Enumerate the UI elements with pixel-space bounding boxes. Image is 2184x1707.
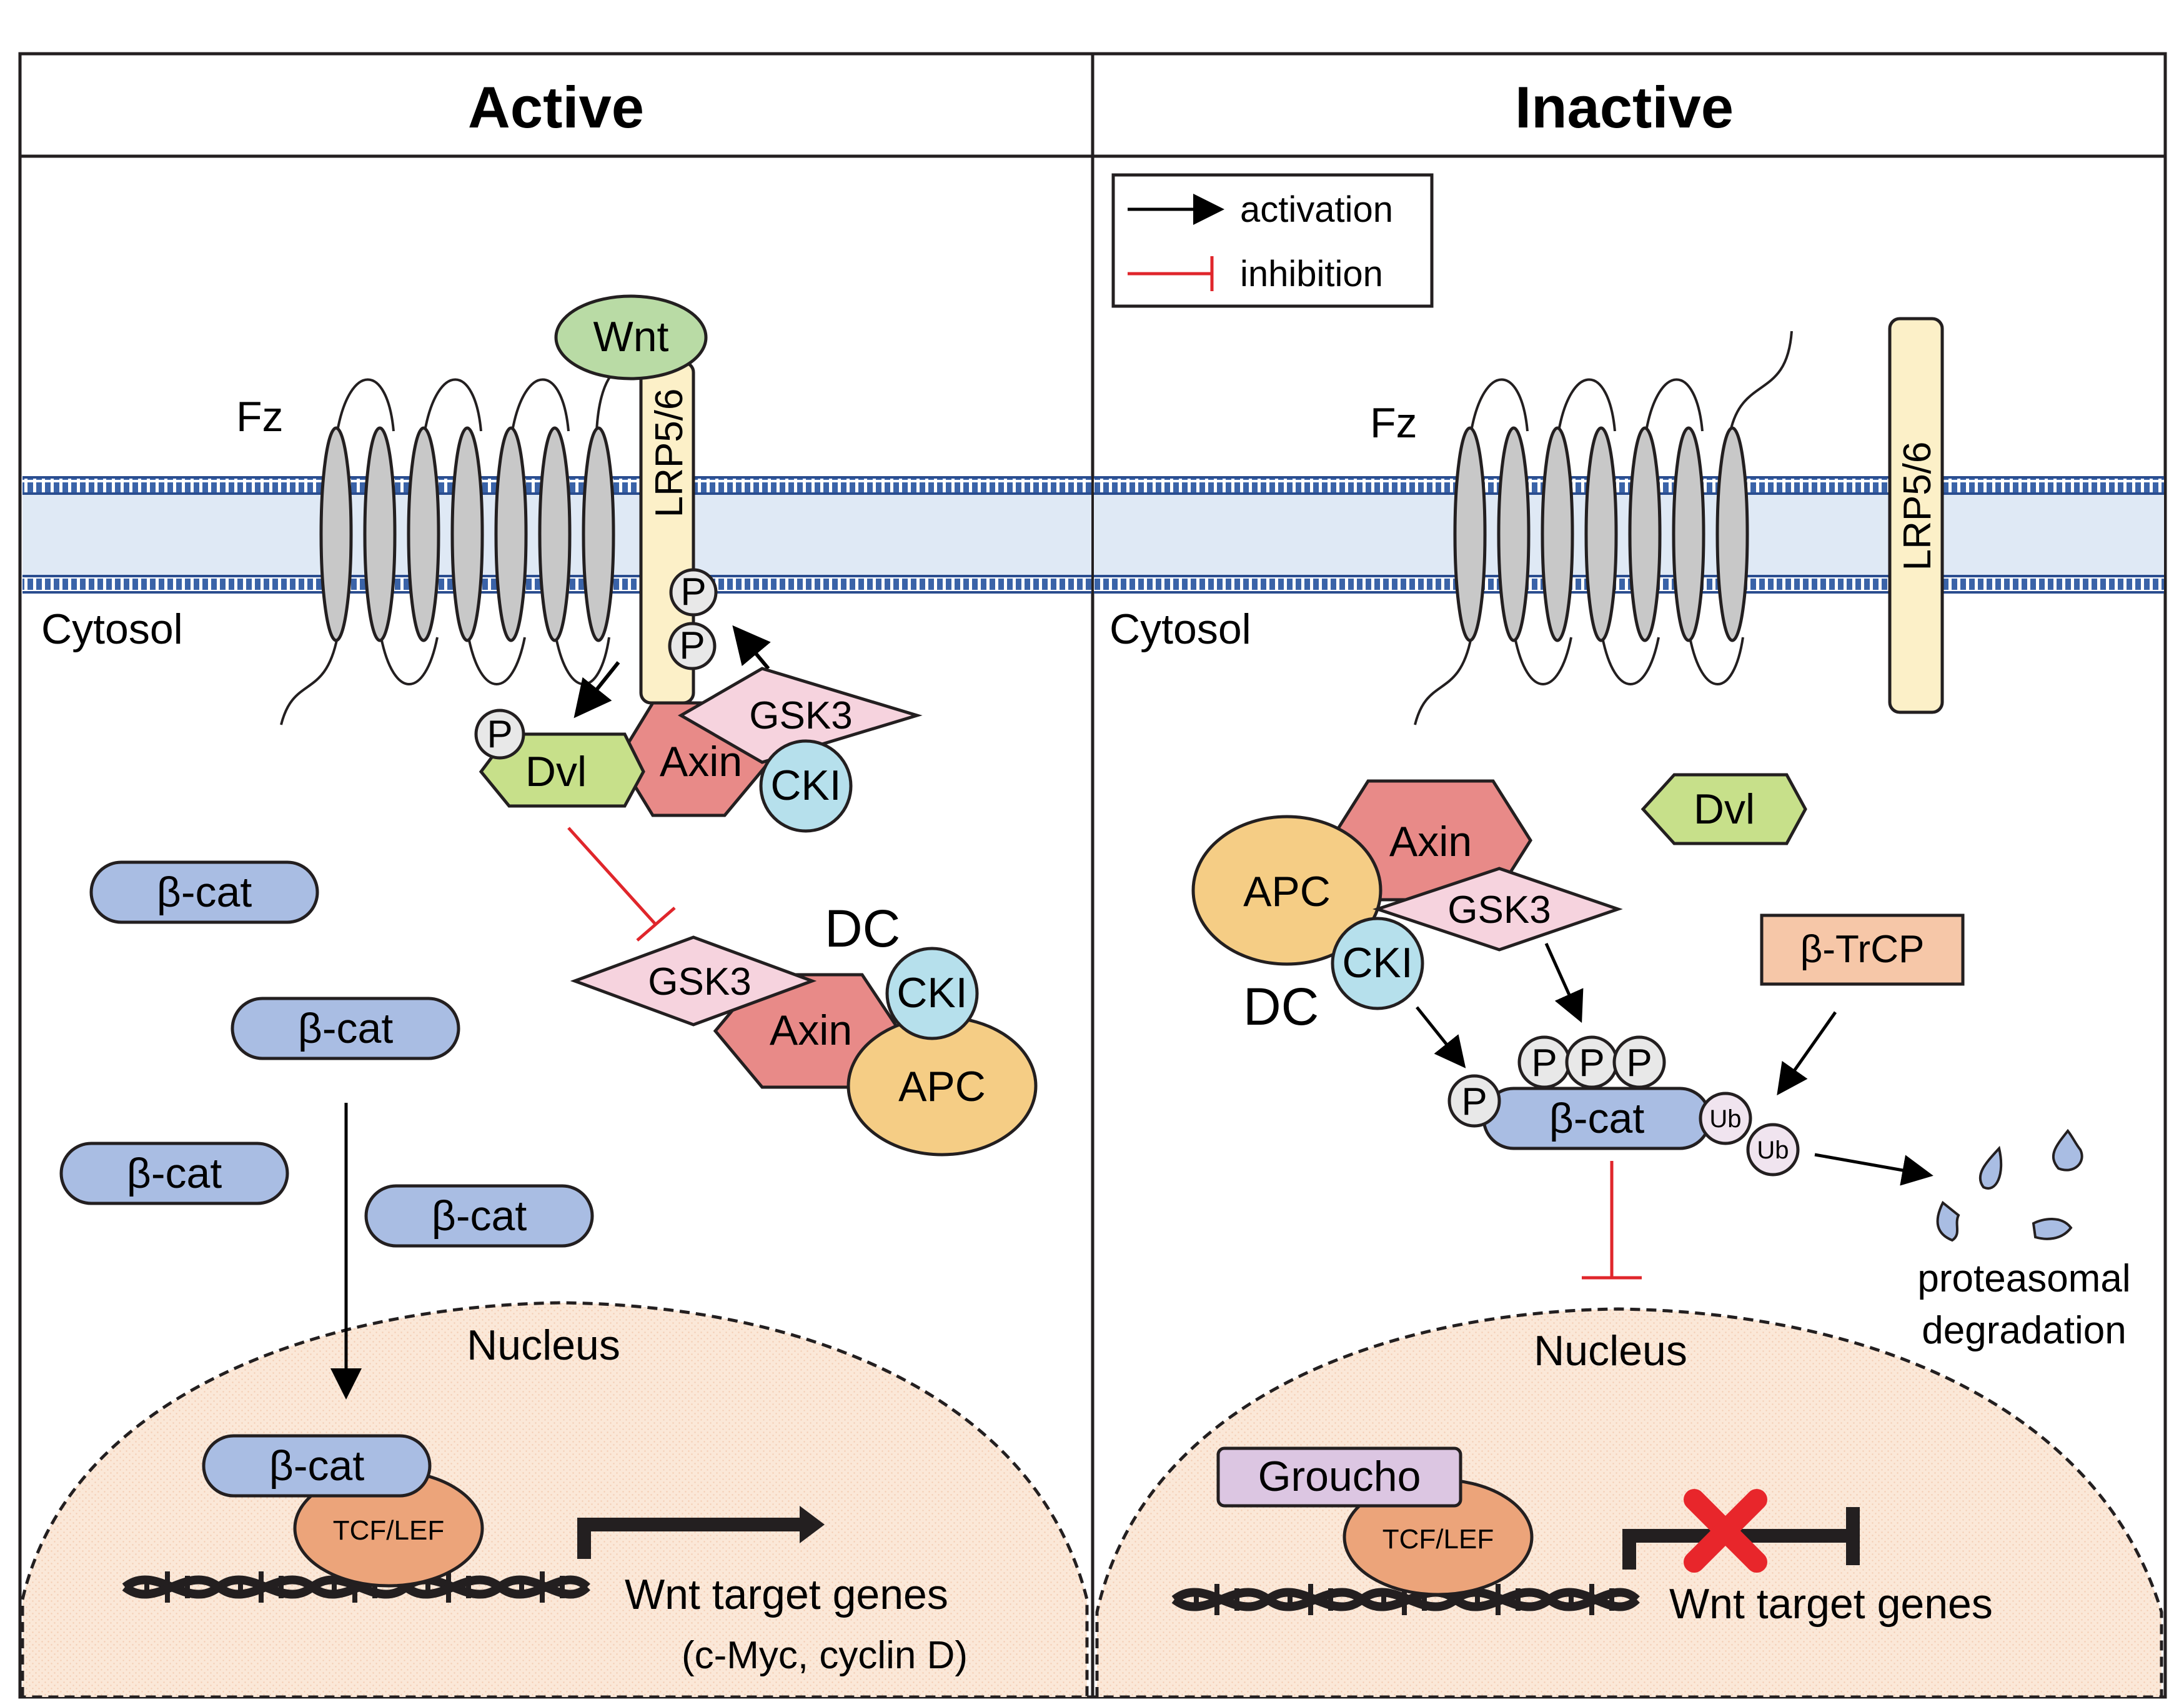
legend: activation inhibition bbox=[1111, 173, 1434, 308]
inactive-lrp-receptor bbox=[1888, 317, 1944, 714]
lrp-to-dvl-arrow bbox=[573, 661, 620, 719]
ubiquitin-1-label: Ub bbox=[1709, 1105, 1741, 1133]
inactive-dna-helix bbox=[1171, 1584, 1640, 1615]
active-transcription-arrowhead bbox=[800, 1506, 825, 1543]
svg-text:β-cat: β-cat bbox=[298, 1005, 394, 1052]
active-dc-cki-label: CKI bbox=[896, 969, 967, 1017]
svg-text:β-cat: β-cat bbox=[157, 868, 252, 916]
nuclear-entry-inhibition bbox=[1582, 1161, 1642, 1280]
inactive-fz-receptor bbox=[1414, 331, 1793, 725]
phospho-beta-cat-label: β-cat bbox=[1549, 1095, 1645, 1142]
nuclear-beta-cat-label: β-cat bbox=[269, 1442, 365, 1490]
inactive-transcription-bar bbox=[1622, 1529, 1848, 1570]
gsk3-phosphorylation-arrow bbox=[1544, 942, 1584, 1023]
inactive-lrp-label: LRP5/6 bbox=[1896, 442, 1939, 571]
inactive-apc-label: APC bbox=[1243, 868, 1331, 915]
active-dc-gsk3 bbox=[570, 935, 817, 1027]
degradation-label-2: degradation bbox=[1922, 1309, 2127, 1352]
active-target-genes-label: Wnt target genes bbox=[625, 1571, 948, 1618]
cki-phosphorylation-arrow bbox=[1416, 1006, 1466, 1068]
block-x-icon bbox=[1684, 1489, 1767, 1573]
proteasome-arrow bbox=[1814, 1153, 1933, 1186]
beta-cat-free-4: β-cat bbox=[364, 1184, 594, 1248]
dvl-phospho-label: P bbox=[487, 713, 512, 756]
wnt-ligand bbox=[554, 294, 708, 381]
beta-cat-phospho-3-label: P bbox=[1579, 1042, 1604, 1085]
lrp-phospho-2-label: P bbox=[679, 624, 705, 667]
beta-cat-free-3: β-cat bbox=[59, 1142, 289, 1205]
inactive-nucleus-label: Nucleus bbox=[1534, 1327, 1687, 1375]
beta-trcp-label: β-TrCP bbox=[1800, 928, 1925, 971]
degradation-label-1: proteasomal bbox=[1917, 1257, 2130, 1300]
degradation-fragments bbox=[1936, 1128, 2083, 1242]
groucho bbox=[1216, 1446, 1462, 1508]
ubiquitin-2 bbox=[1746, 1123, 1800, 1177]
active-cytosol-label: Cytosol bbox=[41, 605, 183, 653]
active-panel-title: Active bbox=[468, 74, 644, 140]
beta-cat-phospho-1 bbox=[1447, 1074, 1501, 1128]
active-dc-label: DC bbox=[825, 899, 900, 958]
legend-inhibition-label: inhibition bbox=[1240, 254, 1383, 294]
active-dc-inhibition bbox=[567, 827, 676, 942]
inactive-apc bbox=[1191, 815, 1382, 966]
inactive-panel-title: Inactive bbox=[1515, 74, 1734, 140]
inactive-cki-label: CKI bbox=[1342, 939, 1412, 987]
active-fz-receptor bbox=[280, 367, 619, 725]
active-lrp-label: LRP5/6 bbox=[648, 389, 691, 518]
inactive-gsk3 bbox=[1372, 867, 1623, 952]
ubiquitin-2-label: Ub bbox=[1757, 1137, 1789, 1164]
inactive-dvl-label: Dvl bbox=[1694, 785, 1755, 833]
active-dc-axin-label: Axin bbox=[770, 1007, 852, 1054]
active-gsk3-label: GSK3 bbox=[749, 694, 852, 737]
inactive-dc-label: DC bbox=[1243, 977, 1319, 1036]
inactive-cki bbox=[1331, 917, 1424, 1010]
active-dc-cki bbox=[885, 947, 979, 1040]
active-dc-apc-label: APC bbox=[898, 1063, 986, 1110]
beta-cat-free-2: β-cat bbox=[231, 997, 460, 1060]
inactive-dvl bbox=[1640, 773, 1807, 845]
active-axin-label: Axin bbox=[660, 738, 742, 785]
lrp-phospho-2 bbox=[668, 622, 717, 670]
beta-cat-phospho-4-label: P bbox=[1626, 1042, 1652, 1085]
active-nucleus bbox=[21, 1301, 1089, 1699]
inactive-fz-label: Fz bbox=[1370, 399, 1417, 447]
lrp-phospho-1-label: P bbox=[680, 570, 706, 614]
wnt-label: Wnt bbox=[593, 313, 669, 361]
active-target-genes-examples: (c-Myc, cyclin D) bbox=[682, 1634, 968, 1677]
svg-text:β-cat: β-cat bbox=[432, 1192, 527, 1240]
beta-cat-phospho-1-label: P bbox=[1461, 1080, 1487, 1123]
active-dvl bbox=[479, 732, 645, 808]
inactive-axin-label: Axin bbox=[1389, 818, 1472, 865]
trcp-ubiquitination-arrow bbox=[1777, 1011, 1837, 1096]
inactive-gsk3-label: GSK3 bbox=[1447, 888, 1551, 932]
inactive-tcf-label: TCF/LEF bbox=[1382, 1524, 1494, 1555]
active-dc-gsk3-label: GSK3 bbox=[648, 960, 751, 1003]
active-cki-label: CKI bbox=[770, 762, 841, 809]
active-dna-helix bbox=[122, 1571, 590, 1603]
svg-text:β-cat: β-cat bbox=[127, 1150, 222, 1197]
legend-activation-label: activation bbox=[1240, 189, 1393, 230]
nuclear-beta-cat bbox=[202, 1434, 432, 1498]
inactive-target-genes-label: Wnt target genes bbox=[1669, 1580, 1993, 1628]
dvl-phospho bbox=[474, 709, 525, 760]
active-nucleus-label: Nucleus bbox=[467, 1321, 620, 1369]
groucho-label: Groucho bbox=[1258, 1453, 1421, 1500]
active-fz-label: Fz bbox=[236, 393, 284, 440]
beta-cat-phospho-4 bbox=[1612, 1035, 1666, 1089]
gsk3-to-lrp-arrow bbox=[732, 625, 771, 670]
beta-cat-free-1: β-cat bbox=[89, 860, 319, 924]
active-tcf-label: TCF/LEF bbox=[333, 1515, 444, 1546]
lrp-phospho-1 bbox=[669, 568, 718, 617]
active-transcription-arrow bbox=[577, 1518, 806, 1559]
inactive-cytosol-label: Cytosol bbox=[1109, 605, 1251, 653]
active-cki bbox=[759, 739, 853, 833]
active-gsk3 bbox=[677, 667, 923, 764]
beta-cat-phospho-2-label: P bbox=[1531, 1042, 1557, 1085]
ubiquitin-1 bbox=[1699, 1092, 1752, 1145]
beta-trcp bbox=[1760, 913, 1965, 986]
active-dvl-label: Dvl bbox=[525, 748, 587, 795]
